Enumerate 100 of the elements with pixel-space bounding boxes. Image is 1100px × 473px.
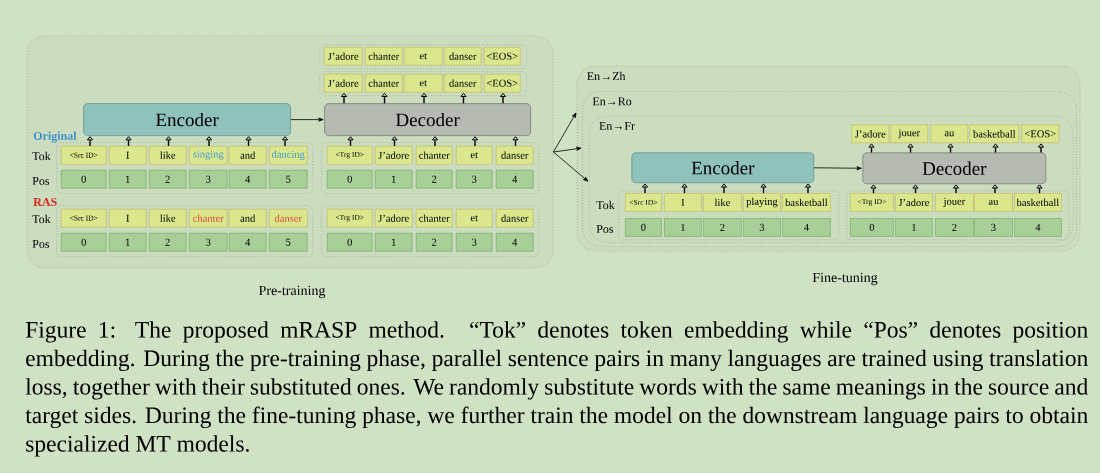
arrow: [391, 136, 398, 147]
arrow: [1036, 184, 1043, 194]
row-label: Pos: [32, 240, 50, 248]
position-cell: 3: [188, 232, 228, 252]
position-cell: 4: [495, 169, 534, 189]
encoder-box: Encoder: [83, 103, 291, 136]
token-cell: J’adore: [895, 193, 933, 212]
position-cell: 0: [60, 169, 107, 189]
position-cell: 3: [974, 218, 1013, 237]
row-label: Tok: [32, 151, 51, 161]
token-group: [321, 142, 539, 194]
token-group: [618, 190, 840, 241]
token-cell: I: [108, 208, 147, 228]
arrow: [86, 136, 94, 147]
arrow: [952, 184, 960, 194]
token-cell: J’adore: [323, 73, 363, 93]
token-cell: I: [108, 145, 147, 165]
arrow: [868, 143, 875, 154]
position-cell: 3: [743, 218, 781, 237]
position-cell: 2: [148, 169, 187, 189]
token-cell: and: [228, 208, 267, 228]
position-cell: 4: [228, 232, 267, 252]
token-cell: playing: [743, 193, 781, 212]
arrow: [281, 136, 289, 147]
position-cell: 4: [495, 232, 534, 252]
arrow: [553, 146, 582, 153]
position-cell: 0: [625, 218, 662, 237]
token-cell: et: [455, 145, 493, 165]
position-cell: 0: [326, 169, 373, 189]
token-cell: chanter: [364, 73, 403, 93]
position-cell: 3: [455, 232, 493, 252]
token-cell: danser: [495, 145, 534, 165]
arrow: [947, 143, 954, 154]
position-cell: 4: [782, 218, 831, 237]
token-cell: jouer: [890, 124, 929, 144]
token-cell: like: [148, 145, 187, 165]
position-cell: 1: [895, 218, 933, 237]
token-cell: chanter: [415, 208, 453, 228]
token-cell: jouer: [935, 193, 974, 212]
arrow: [912, 184, 919, 194]
token-cell: and: [228, 145, 267, 165]
token-cell: <EOS>: [483, 46, 521, 66]
token-cell: dancing: [268, 145, 308, 165]
token-cell: singing: [188, 145, 228, 165]
token-group: [321, 205, 539, 257]
token-cell: like: [148, 208, 187, 228]
position-cell: 2: [148, 232, 187, 252]
position-cell: 2: [703, 218, 742, 237]
arrow: [804, 183, 812, 194]
token-group: [56, 142, 313, 194]
row-label: Pos: [596, 225, 614, 233]
token-cell: danser: [268, 208, 308, 228]
position-cell: 2: [415, 169, 453, 189]
token-cell: chanter: [364, 46, 403, 66]
arrow: [512, 136, 519, 147]
position-cell: 1: [374, 232, 413, 252]
position-cell: 0: [60, 232, 107, 252]
arrow: [681, 183, 688, 194]
token-group: [846, 190, 1070, 241]
arrow: [499, 92, 507, 104]
token-cell: au: [974, 193, 1013, 212]
row-label: Pos: [32, 177, 50, 185]
arrow: [813, 166, 862, 171]
decoder-box: Decoder: [862, 152, 1047, 185]
position-cell: 1: [664, 218, 702, 237]
token-cell: chanter: [415, 145, 453, 165]
position-cell: 4: [228, 169, 267, 189]
panel-caption: Pre-training: [259, 285, 326, 299]
position-cell: 2: [415, 232, 453, 252]
position-cell: 1: [108, 232, 147, 252]
arrow: [347, 136, 354, 147]
position-cell: 2: [935, 218, 974, 237]
arrow: [991, 184, 999, 194]
figure-caption: Figure 1: The proposed mRASP method. “Tok” denotes token embedding while “Pos” denotes position embedding. During the pre-training phase, parallel sentence pairs in many languages are trained using translation loss, together with their substituted ones. We randomly substitute words with the same meanings in the source and target sides. During the fine-tuning phase, we further train the model on the downstream language pairs to obtain specialized MT models.: [25, 321, 1088, 457]
token-cell: J’adore: [374, 145, 413, 165]
section-label: RAS: [33, 197, 57, 206]
arrow: [471, 136, 479, 147]
arrow: [907, 143, 914, 154]
token-group: [319, 71, 527, 96]
token-group: [319, 44, 527, 69]
token-cell: <EOS>: [483, 73, 521, 93]
position-cell: 3: [455, 169, 493, 189]
position-cell: 1: [374, 169, 413, 189]
token-cell: et: [403, 46, 443, 66]
arrow: [205, 136, 213, 147]
token-cell: et: [403, 73, 443, 93]
token-cell: I: [664, 193, 702, 212]
panel-caption: Fine-tuning: [812, 272, 878, 286]
token-cell: basketball: [1014, 193, 1062, 212]
arrow: [460, 92, 467, 104]
decoder-box: Decoder: [324, 103, 531, 136]
arrow: [992, 143, 999, 154]
token-cell: et: [455, 208, 493, 228]
arrow: [1037, 143, 1045, 154]
arrow: [553, 112, 577, 153]
arrow: [125, 136, 132, 147]
position-cell: 0: [850, 218, 894, 237]
token-cell: chanter: [188, 208, 228, 228]
token-cell: au: [930, 124, 969, 144]
position-cell: 1: [108, 169, 147, 189]
